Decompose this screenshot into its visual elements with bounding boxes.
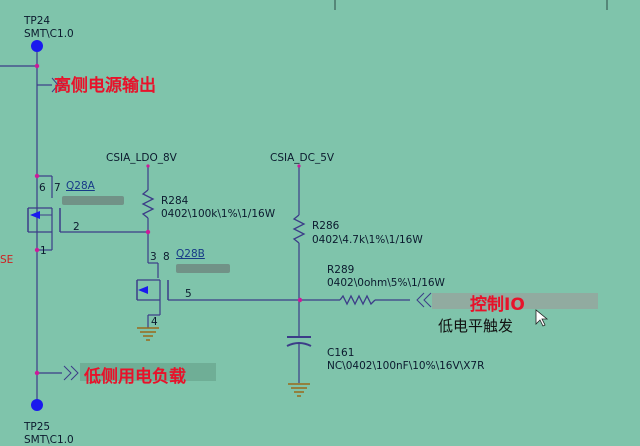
r284-ref: R284 [161,195,189,207]
r286-value: 0402\4.7k\1%\1/16W [312,234,423,246]
junction-dot [297,297,303,303]
q28b-pin4: 4 [151,316,158,328]
tp24-ref: TP24 [24,15,51,27]
q28b-obscured-part-number [176,264,230,273]
q28b-pin8: 8 [163,251,170,263]
r284-value: 0402\100k\1%\1/16W [161,208,276,220]
c161-capacitor[interactable] [286,336,312,383]
q28a-pin2: 2 [73,221,80,233]
net-dc-label[interactable]: CSIA_DC_5V [270,152,335,164]
r284-resistor[interactable] [141,166,155,263]
low-side-load-note: 低侧用电负载 [84,367,186,387]
c161-ground-symbol [288,383,310,397]
high-side-output-note: 高侧电源输出 [54,76,156,96]
tp25-footprint: SMT\C1.0 [24,434,74,446]
q28a-ref[interactable]: Q28A [66,180,95,192]
junction-dot [34,63,40,69]
tp25-ref: TP25 [24,421,51,433]
q28b-ref[interactable]: Q28B [176,248,205,260]
junction-dot [297,164,301,168]
mouse-cursor-icon [535,309,549,327]
q28a-pin6: 6 [39,182,46,194]
q28b-pin5: 5 [185,288,192,300]
r289-resistor[interactable] [300,292,432,308]
r289-ref: R289 [327,264,355,276]
q28b-pin3: 3 [150,251,157,263]
q28a-mosfet-symbol[interactable] [27,175,148,251]
edge-net-label: SE [0,254,14,266]
q28b-ground-symbol [137,315,159,341]
low-side-highlight [80,363,216,381]
tp24-testpoint[interactable] [31,40,43,52]
c161-value: NC\0402\100nF\10%\16V\X7R [327,360,485,372]
junction-dot [34,247,40,253]
tp24-footprint: SMT\C1.0 [24,28,74,40]
junction-dot [145,229,151,235]
junction-dot [34,370,40,376]
junction-dot [34,173,40,179]
q28a-obscured-part-number [62,196,124,205]
net-ldo-label[interactable]: CSIA_LDO_8V [106,152,177,164]
tp25-testpoint[interactable] [31,399,43,411]
r286-ref: R286 [312,220,340,232]
q28a-pin1: 1 [40,245,47,257]
r286-resistor[interactable] [292,166,306,336]
control-io-note: 控制IO [470,295,525,315]
q28a-pin7: 7 [54,182,61,194]
c161-ref: C161 [327,347,355,359]
control-io-highlight [432,293,598,309]
r289-value: 0402\0ohm\5%\1/16W [327,277,445,289]
junction-dot [146,164,150,168]
q28b-mosfet-symbol[interactable] [136,262,300,316]
low-level-trigger-note: 低电平触发 [438,317,514,335]
